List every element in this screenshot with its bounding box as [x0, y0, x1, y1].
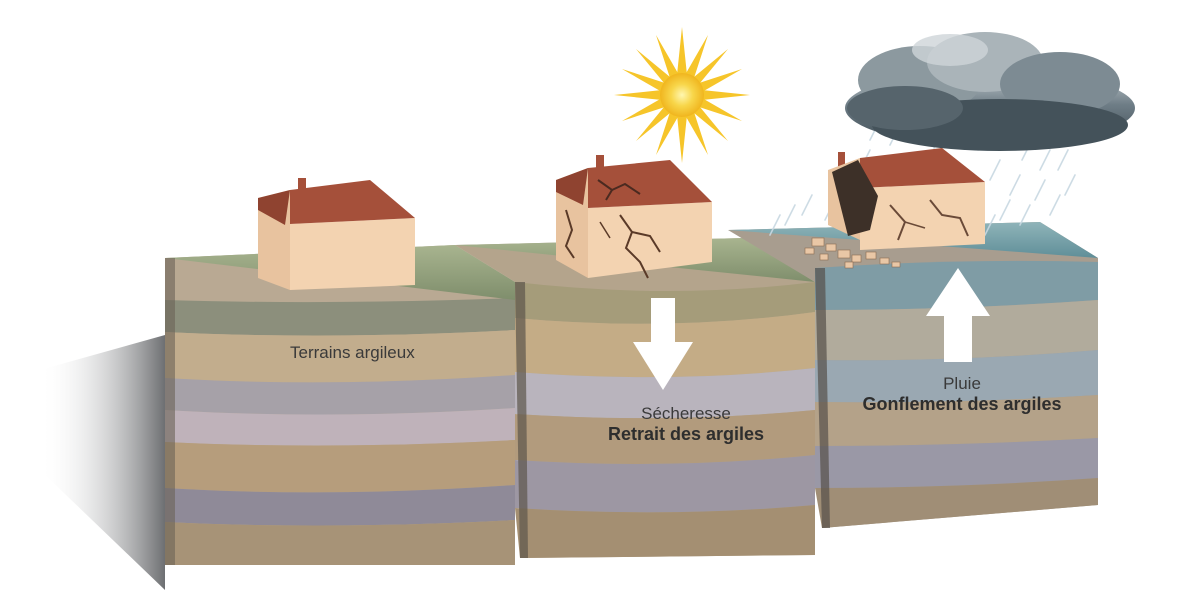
soil-block-2: [455, 238, 815, 558]
soil-block-1: [165, 245, 515, 565]
label-block-2: Sécheresse Retrait des argiles: [556, 404, 816, 444]
caption-secheresse: Sécheresse: [641, 404, 731, 423]
label-block-3: Pluie Gonflement des argiles: [822, 374, 1102, 414]
collapsed-house-icon: [804, 148, 985, 269]
ground-shadow: [40, 335, 165, 590]
caption-terrains: Terrains argileux: [290, 343, 415, 362]
caption-pluie: Pluie: [943, 374, 981, 393]
house-icon: [258, 178, 415, 290]
rain-cloud-icon: [845, 32, 1135, 151]
subtitle-gonflement: Gonflement des argiles: [862, 393, 1062, 414]
cracked-house-icon: [556, 155, 712, 279]
arrow-up-icon: [926, 268, 990, 362]
sun-icon: [614, 27, 750, 163]
label-block-1: Terrains argileux: [290, 343, 460, 363]
subtitle-retrait: Retrait des argiles: [607, 423, 765, 444]
arrow-down-icon: [633, 298, 693, 390]
